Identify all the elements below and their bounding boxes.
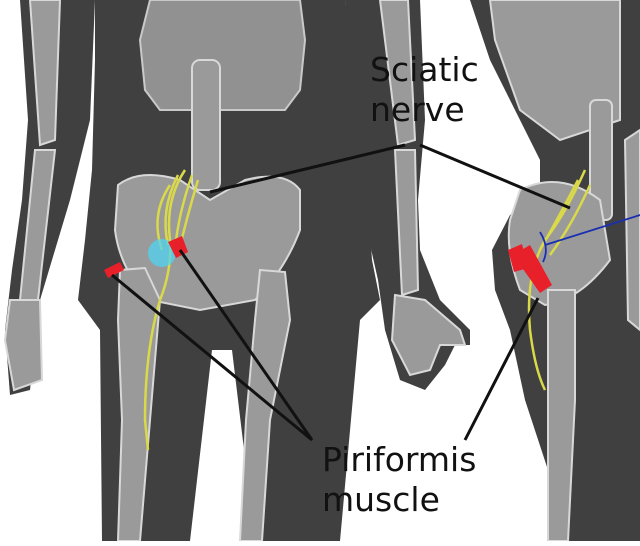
pain-glow [148, 239, 176, 267]
piriformis-label-line1: Piriformis [322, 440, 477, 479]
piriformis-muscle-front-femur [104, 262, 124, 278]
piriformis-leader-side [463, 297, 540, 441]
sciatic-label-line1: Sciatic [370, 50, 479, 89]
accent-blue-line [544, 214, 640, 246]
sciatic-nerve-label: Sciatic nerve [370, 50, 479, 130]
sciatic-label-line2: nerve [370, 90, 465, 129]
accent-blue-arc [539, 231, 547, 263]
piriformis-leader-2 [178, 249, 314, 441]
piriformis-muscle-label: Piriformis muscle [322, 440, 476, 520]
piriformis-leader-1 [111, 273, 313, 442]
piriformis-muscle-side-head [508, 244, 528, 272]
leader-lines [111, 143, 571, 442]
piriformis-label-line2: muscle [322, 480, 440, 519]
sciatic-leader-side [419, 143, 571, 210]
side-body-silhouette [470, 0, 640, 542]
front-skeleton [3, 0, 467, 542]
sciatic-leader-front [209, 143, 406, 194]
